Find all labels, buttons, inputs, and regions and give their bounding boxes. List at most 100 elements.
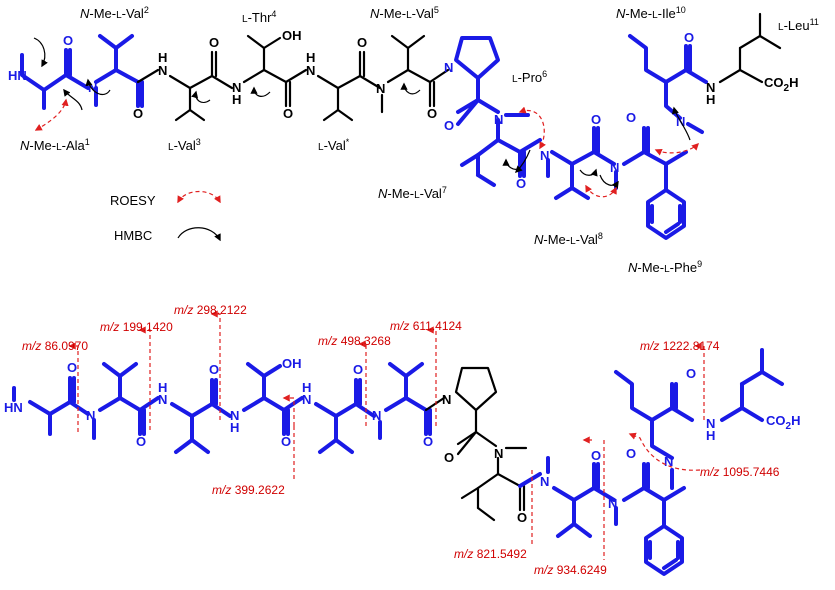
atom-o-val8-bottom: O (591, 448, 601, 463)
atom-n-phe9-top: N (610, 160, 619, 175)
atom-o-val2-top: O (133, 106, 143, 121)
label-val8: N-Me-L-Val8 (534, 231, 603, 247)
label-valx: L-Val* (318, 137, 350, 153)
label-val5: N-Me-L-Val5 (370, 5, 439, 21)
atom-o-val5-top: O (427, 106, 437, 121)
atom-o-pro6-bottom: O (444, 450, 454, 465)
fragment-label: m/z 821.5492 (454, 547, 527, 561)
atom-n-valx-top: N (306, 63, 315, 78)
legend-roesy-arrow (177, 190, 221, 204)
atom-n-thr4-bottom: N (230, 408, 239, 423)
atom-o-thr4-bottom: O (281, 434, 291, 449)
atom-o-val5-bottom: O (423, 434, 433, 449)
fragment-label: m/z 298.2122 (174, 303, 247, 317)
legend-hmbc-arrow (177, 227, 221, 242)
residue-pro6-bottom (454, 366, 498, 456)
fragment-labels: m/z 86.0970 m/z 199.1420 m/z 298.2122 m/… (22, 303, 780, 577)
atom-n-ile10-bottom: N (664, 454, 673, 469)
atom-n-phe9-bottom: N (608, 496, 617, 511)
atom-hn-top: HN (8, 68, 27, 83)
label-ala1: N-Me-L-Ala1 (20, 137, 90, 153)
residue-val3-top (168, 50, 234, 122)
atom-n-val3-bottom: N (158, 392, 167, 407)
top-structure-nmr: HN O N O N H O (8, 5, 819, 275)
atom-oh-thr4-bottom: OH (282, 356, 302, 371)
residue-leu11-top (718, 12, 782, 84)
residue-val2-bottom (92, 362, 160, 440)
residue-val2-top (94, 34, 160, 108)
residue-ile10-top (628, 34, 708, 134)
fragment-label: m/z 1222.8174 (640, 339, 720, 353)
fragment-label: m/z 199.1420 (100, 320, 173, 334)
residue-thr4-top (242, 34, 308, 108)
fragment-cut-lines (68, 310, 705, 560)
residue-thr4-bottom (242, 362, 304, 436)
residue-phe9-top (614, 126, 688, 240)
atom-h-valx-top: H (306, 50, 315, 65)
label-thr4: L-Thr4 (242, 9, 276, 25)
residue-leu11-bottom (720, 348, 784, 422)
fragment-label: m/z 86.0970 (22, 339, 88, 353)
residue-val5-top (380, 34, 450, 114)
fragment-label: m/z 934.6249 (534, 563, 607, 577)
atom-h-val3-bottom: H (158, 380, 167, 395)
residue-val8-bottom (546, 456, 616, 538)
label-val7: N-Me-L-Val7 (378, 185, 447, 201)
residue-val5-bottom (378, 362, 446, 440)
atom-o-val7-bottom: O (517, 510, 527, 525)
fragment-label: m/z 498.3268 (318, 334, 391, 348)
atom-n-valx-bottom: N (302, 392, 311, 407)
atom-h-valx-bottom: H (302, 380, 311, 395)
legend: ROESY HMBC (110, 190, 221, 243)
atom-o-val3-bottom: O (209, 362, 219, 377)
atom-o-valx-top: O (357, 35, 367, 50)
atom-co2h-top: CO2H (764, 75, 798, 94)
residue-ala1-bottom (12, 376, 90, 436)
atom-o-val3-top: O (209, 35, 219, 50)
residue-valx-bottom (314, 378, 376, 454)
atom-n-val7-bottom: N (494, 446, 503, 461)
atom-n-leu11-top: N (706, 80, 715, 95)
roesy-correlations (34, 98, 700, 198)
atom-n-val5-top: N (376, 81, 385, 96)
atom-o-ala1-top: O (63, 33, 73, 48)
hmbc-correlations (33, 37, 691, 189)
bottom-structure-msms: HN O N O N H O (4, 303, 800, 577)
atom-co2h-bottom: CO2H (766, 413, 800, 432)
legend-roesy-label: ROESY (110, 193, 156, 208)
residue-val8-top (546, 126, 616, 200)
atom-o-thr4-top: O (283, 106, 293, 121)
fragment-label: m/z 611.4124 (390, 319, 462, 333)
atom-h-leu11-bottom: H (706, 428, 715, 443)
label-val3: L-Val3 (168, 137, 201, 153)
atom-o-phe9-bottom: O (626, 446, 636, 461)
atom-h-leu11-top: H (706, 92, 715, 107)
residue-ala1-top (20, 48, 90, 110)
residue-valx-top (316, 50, 382, 122)
fragment-label: m/z 1095.7446 (700, 465, 780, 479)
atom-o-val2-bottom: O (136, 434, 146, 449)
label-leu11: L-Leu11 (778, 17, 819, 33)
atom-o-ala1-bottom: O (67, 360, 77, 375)
atom-n-val3-top: N (158, 63, 167, 78)
atom-n-val2-bottom: N (86, 408, 95, 423)
label-pro6: L-Pro6 (512, 69, 547, 85)
residue-phe9-bottom (614, 462, 686, 576)
atom-n-pro6-bottom: N (442, 392, 451, 407)
fragment-label: m/z 399.2622 (212, 483, 285, 497)
label-phe9: N-Me-L-Phe9 (628, 259, 702, 275)
atom-hn-bottom: HN (4, 400, 23, 415)
atom-oh-thr4-top: OH (282, 28, 302, 43)
label-ile10: N-Me-L-Ile10 (616, 5, 686, 21)
residue-val3-bottom (170, 378, 232, 454)
atom-h-thr4-bottom: H (230, 420, 239, 435)
atom-n-val8-bottom: N (540, 474, 549, 489)
atom-o-val8-top: O (591, 112, 601, 127)
legend-hmbc-label: HMBC (114, 228, 152, 243)
atom-n-val8-top: N (540, 148, 549, 163)
atom-h-val3-top: H (158, 50, 167, 65)
atom-n-val5-bottom: N (372, 408, 381, 423)
residue-ile10-bottom (614, 370, 694, 490)
atom-n-thr4-top: N (232, 80, 241, 95)
